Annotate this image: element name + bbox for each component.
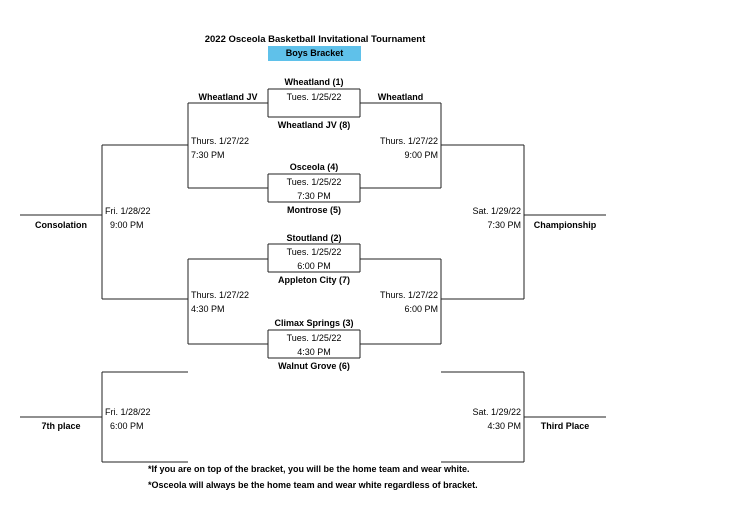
championship-date: Sat. 1/29/22 <box>472 206 521 216</box>
bracket-subtitle: Boys Bracket <box>268 46 361 61</box>
left-semi-1-date: Thurs. 1/27/22 <box>191 136 250 146</box>
right-semi-2-connector <box>360 258 442 345</box>
game-2-date: Tues. 1/25/22 <box>286 177 342 187</box>
championship-time: 7:30 PM <box>487 220 521 230</box>
third-place-label: Third Place <box>540 421 590 431</box>
left-semi-1-time: 7:30 PM <box>191 150 225 160</box>
left-semi-2-date: Thurs. 1/27/22 <box>191 290 250 300</box>
left-top-team-label: Wheatland JV <box>198 92 258 102</box>
left-semi-2-time: 4:30 PM <box>191 304 225 314</box>
game-2-top-team: Osceola (4) <box>289 162 339 172</box>
game-4-time: 4:30 PM <box>297 347 331 357</box>
game-1-bottom-team: Wheatland JV (8) <box>277 120 351 130</box>
game-3-date: Tues. 1/25/22 <box>286 247 342 257</box>
consolation-label: Consolation <box>35 220 87 230</box>
consolation-time: 9:00 PM <box>110 220 144 230</box>
championship-label: Championship <box>533 220 597 230</box>
game-4-date: Tues. 1/25/22 <box>286 333 342 343</box>
game-2-bottom-team: Montrose (5) <box>287 205 341 215</box>
game-3-top-team: Stoutland (2) <box>286 233 342 243</box>
consolation-date: Fri. 1/28/22 <box>105 206 151 216</box>
note-osceola: *Osceola will always be the home team an… <box>148 480 478 490</box>
right-semi-1-date: Thurs. 1/27/22 <box>379 136 438 146</box>
seventh-place-connector <box>20 371 188 463</box>
game-3-bottom-team: Appleton City (7) <box>278 275 350 285</box>
game-4-bottom-team: Walnut Grove (6) <box>278 361 350 371</box>
seventh-place-label: 7th place <box>41 421 81 431</box>
seventh-place-date: Fri. 1/28/22 <box>105 407 151 417</box>
seventh-place-time: 6:00 PM <box>110 421 144 431</box>
left-semi-2-connector <box>187 258 268 345</box>
page-title: 2022 Osceola Basketball Invitational Tou… <box>204 34 426 45</box>
game-1-date: Tues. 1/25/22 <box>286 92 342 102</box>
third-place-connector <box>441 371 606 463</box>
first-round-game-3-box <box>267 243 361 273</box>
game-1-top-team: Wheatland (1) <box>284 77 344 87</box>
right-semi-2-time: 6:00 PM <box>404 304 438 314</box>
championship-connector <box>441 144 606 300</box>
third-place-date: Sat. 1/29/22 <box>472 407 521 417</box>
right-semi-2-date: Thurs. 1/27/22 <box>379 290 438 300</box>
third-place-time: 4:30 PM <box>487 421 521 431</box>
right-top-team-label: Wheatland <box>377 92 424 102</box>
consolation-connector <box>20 144 188 300</box>
game-4-top-team: Climax Springs (3) <box>274 318 354 328</box>
note-home-team: *If you are on top of the bracket, you w… <box>148 464 470 474</box>
game-2-time: 7:30 PM <box>297 191 331 201</box>
right-semi-1-time: 9:00 PM <box>404 150 438 160</box>
game-3-time: 6:00 PM <box>297 261 331 271</box>
